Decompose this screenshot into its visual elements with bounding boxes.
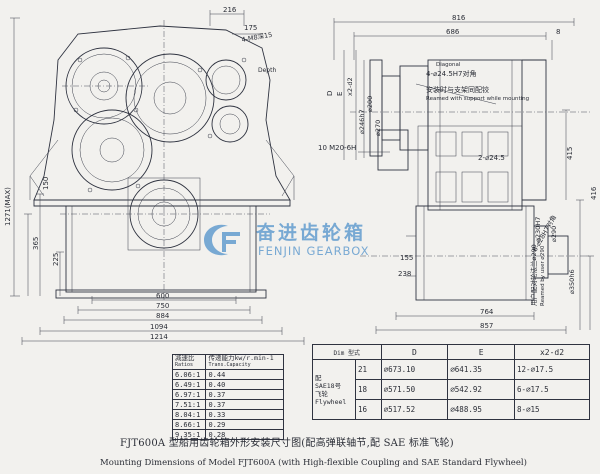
ratio-col-ratio: 减速比 Ratios	[171, 354, 207, 370]
watermark-cn: 奋进齿轮箱	[256, 222, 367, 244]
size-cell: 21	[355, 359, 382, 380]
dim-x2-d2: x2-d2	[346, 77, 354, 96]
dim-216: 216	[223, 6, 237, 14]
dim-bolt-4-en: Diagonal	[436, 62, 461, 68]
flywheel-corner-cell: Dim 型式	[312, 344, 382, 360]
dimension-labels: 216 175 4-M8深15 Depth 1271(MAX) 365 150 …	[4, 6, 598, 341]
dim-246: ⌀246h7	[358, 109, 366, 134]
front-view	[10, 10, 305, 345]
capacity-cell: 0.37	[205, 389, 284, 400]
ratio-cell: 6.06:1	[171, 369, 207, 380]
dim-270: ⌀270	[374, 120, 382, 136]
capacity-cell: 0.44	[205, 369, 284, 380]
dim-350: ⌀350h6	[568, 269, 576, 294]
dim-bolt-4: 4-⌀24.5H7对角	[426, 69, 477, 78]
d-cell: ⌀571.50	[380, 379, 449, 400]
size-cell: 16	[355, 399, 382, 420]
capacity-cell: 0.29	[205, 419, 284, 430]
dim-416: 416	[590, 186, 598, 200]
dim-290: ⌀290	[550, 226, 558, 242]
table-row: 16 ⌀517.52 ⌀488.95 8-⌀15	[313, 399, 590, 420]
dim-flange-cn: 用户配对轮法兰⌀290	[529, 244, 538, 306]
ratio-cell: 9.35:1	[171, 429, 207, 440]
dim-m20: 10 M20-6H	[318, 144, 356, 152]
dim-r245: 2-⌀24.5	[478, 154, 505, 162]
dim-150: 150	[42, 177, 50, 190]
dim-365: 365	[32, 237, 40, 250]
ratio-table: 减速比 Ratios 传递能力kw/r.min-1 Trans.Capacity…	[171, 354, 284, 440]
dim-884: 884	[156, 312, 170, 320]
table-row: 18 ⌀571.50 ⌀542.92 6-⌀17.5	[313, 379, 590, 400]
flywheel-table-header: Dim 型式 D E x2-d2	[312, 344, 590, 360]
e-cell: ⌀641.35	[447, 359, 515, 380]
ratio-cell: 8.04:1	[171, 409, 207, 420]
e-cell: ⌀542.92	[447, 379, 515, 400]
dim-686: 686	[446, 28, 460, 36]
size-cell: 18	[355, 379, 382, 400]
dim-bolt-cn: 安装时与支架同配铰	[426, 85, 489, 94]
dim-415: 415	[566, 147, 574, 160]
d-cell: ⌀517.52	[380, 399, 449, 420]
x2-cell: 8-⌀15	[514, 399, 590, 420]
dim-depth-en: Depth	[258, 67, 276, 74]
dim-857: 857	[480, 322, 493, 330]
capacity-cell: 0.28	[205, 429, 284, 440]
table-row: 配 SAE18号 飞轮 Flywheel 21 ⌀673.10 ⌀641.35 …	[312, 359, 590, 420]
ratio-cell: 7.51:1	[171, 399, 207, 410]
ratio-cell: 8.66:1	[171, 419, 207, 430]
col-e: E	[447, 344, 515, 360]
dim-flange-en: Reamed by user ⌀290	[540, 245, 546, 306]
dim-600: 600	[156, 292, 169, 300]
flywheel-table: Dim 型式 D E x2-d2 配 SAE18号 飞轮 Flywheel 21…	[312, 344, 590, 420]
dim-8: 8	[556, 28, 560, 36]
e-cell: ⌀488.95	[447, 399, 515, 420]
capacity-cell: 0.33	[205, 409, 284, 420]
col-d: D	[380, 344, 449, 360]
fenjin-logo-icon	[204, 224, 240, 256]
col-x2-d2: x2-d2	[514, 344, 590, 360]
ratio-cell: 6.97:1	[171, 389, 207, 400]
dim-750: 750	[156, 302, 169, 310]
dim-225: 225	[52, 253, 60, 266]
capacity-cell: 0.37	[205, 399, 284, 410]
dim-238: 238	[398, 270, 411, 278]
dim-155: 155	[400, 254, 413, 262]
caption-chinese: FJT600A 型船用齿轮箱外形安装尺寸图(配高弹联轴节,配 SAE 标准飞轮)	[120, 438, 454, 449]
dim-1094: 1094	[150, 323, 168, 331]
watermark-en: FENJIN GEARBOX	[258, 244, 370, 258]
x2-cell: 6-⌀17.5	[514, 379, 590, 400]
dim-816: 816	[452, 14, 466, 22]
dim-175: 175	[244, 24, 257, 32]
flywheel-group-cell: 配 SAE18号 飞轮 Flywheel	[312, 359, 356, 420]
capacity-cell: 0.40	[205, 379, 284, 390]
dim-1214: 1214	[150, 333, 168, 341]
dim-230: ⌀230H7	[534, 217, 542, 242]
dim-200: ⌀200	[366, 96, 374, 112]
ratio-cell: 6.49:1	[171, 379, 207, 390]
dim-e: E	[336, 92, 344, 96]
d-cell: ⌀673.10	[380, 359, 449, 380]
ratio-col-capacity: 传递能力kw/r.min-1 Trans.Capacity	[205, 354, 284, 370]
ratio-table-header: 减速比 Ratios 传递能力kw/r.min-1 Trans.Capacity	[171, 354, 284, 370]
side-view	[333, 18, 594, 334]
caption-english: Mounting Dimensions of Model FJT600A (wi…	[100, 458, 527, 468]
dim-d: D	[326, 91, 334, 96]
dim-1271: 1271(MAX)	[4, 187, 12, 226]
dim-764: 764	[480, 308, 494, 316]
x2-cell: 12-⌀17.5	[514, 359, 590, 380]
dim-bolt-en: Reamed with support while mounting	[426, 96, 529, 102]
